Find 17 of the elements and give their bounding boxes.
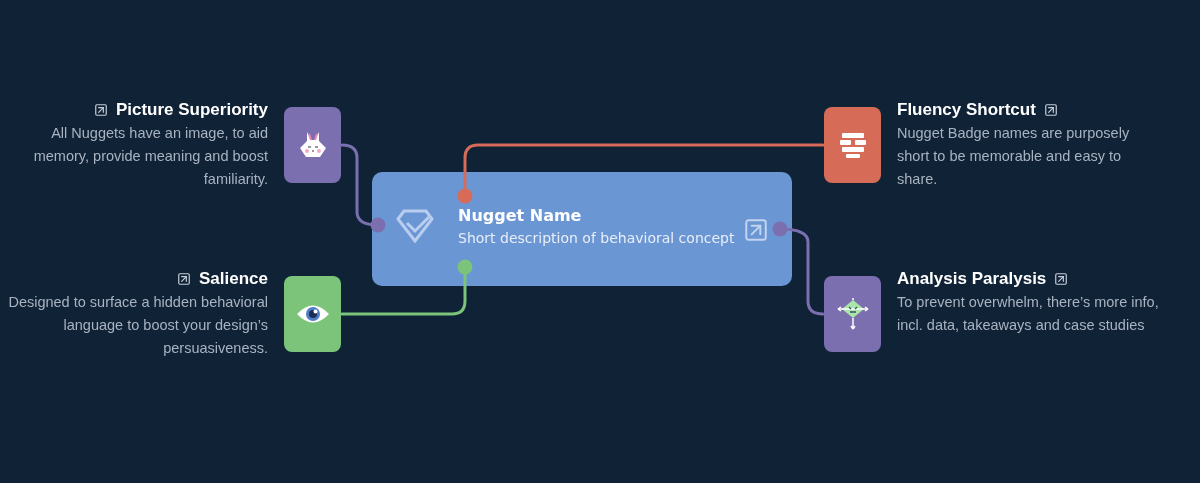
feature-description: To prevent overwhelm, there’s more info, incl. data, takeaways and case studies xyxy=(897,293,1159,335)
icon-tile xyxy=(824,107,881,183)
feature-description: Designed to surface a hidden behavioral language to boost your design’s persuasiveness. xyxy=(7,293,268,358)
icon-tile xyxy=(284,276,341,352)
feature-description: Nugget Badge names are purposely short to be memorable and easy to share. xyxy=(897,124,1131,189)
card-title: Nugget Name xyxy=(458,206,582,225)
icon-tile xyxy=(284,107,341,183)
feature-heading: Picture Superiority xyxy=(115,100,268,120)
connector-line xyxy=(340,259,473,316)
card-description: Short description of behavioral concept xyxy=(458,230,735,246)
concept-card xyxy=(372,172,792,286)
feature-heading: Salience xyxy=(199,269,268,289)
feature-description: All Nuggets have an image, to aid memory, provide meaning and boost familiarity. xyxy=(32,124,268,189)
icon-tile xyxy=(824,276,881,352)
feature-heading: Fluency Shortcut xyxy=(897,100,1036,120)
connector-line xyxy=(457,143,825,204)
feature-heading: Analysis Paralysis xyxy=(897,269,1047,289)
